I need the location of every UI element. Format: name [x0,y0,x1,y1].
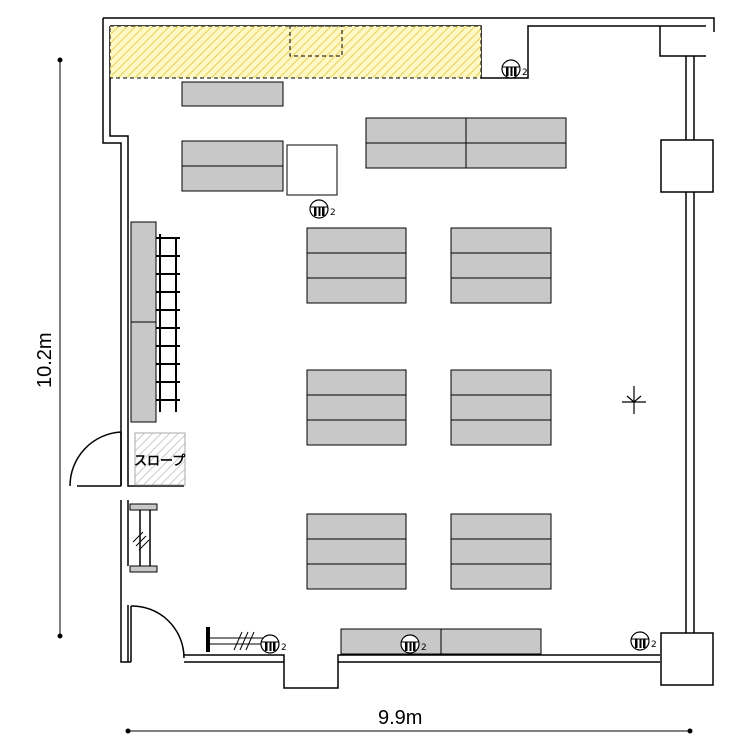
table-row3-left-c [306,563,407,590]
table-bottom-b [440,628,542,655]
outlet-count: 2 [281,643,287,653]
table-row1-left-a [306,227,407,254]
table-front-2 [465,117,567,144]
table-row2-left-a [306,369,407,396]
table-row1-right-b [450,252,552,279]
outlet-icon [309,199,329,219]
table-row2-left-b [306,394,407,421]
table-row1-left-b [306,252,407,279]
table-front-3 [365,142,467,169]
storage-sub-area [289,25,343,57]
dimension-vertical [57,57,63,639]
table-top-left [181,81,284,107]
table-row1-right-a [450,227,552,254]
table-left-long-b [130,321,157,423]
table-row3-left-b [306,538,407,565]
table-row1-left-c [306,277,407,304]
outlet-count: 2 [522,68,528,78]
outlet-icon [260,634,280,654]
table-row2-right-b [450,394,552,421]
ramp-label: スロープ [134,454,186,469]
wall-fixture-left [129,503,158,573]
outlet-icon [630,631,650,651]
table-upper-left-a [181,140,284,167]
ramp-area [134,432,186,486]
outlet-count: 2 [651,640,657,650]
outlet-count: 2 [421,643,427,653]
antenna-icon [622,386,646,414]
table-row3-left-a [306,513,407,540]
table-bottom-a [340,628,442,655]
outlet-count: 2 [330,208,336,218]
outlet-icon [501,59,521,79]
table-upper-left-b [181,165,284,192]
table-left-long-a [130,221,157,323]
cabinet [286,144,338,196]
storage-area [109,25,482,79]
table-row1-right-c [450,277,552,304]
width-dimension-label: 9.9m [378,707,422,729]
outlet-icon [400,634,420,654]
table-row3-right-a [450,513,552,540]
height-dimension-label: 10.2m [34,332,56,388]
dimension-horizontal [125,728,693,734]
table-row2-right-c [450,419,552,446]
chairs-left [156,234,180,412]
table-front-4 [465,142,567,169]
outlets: 2 2 2 2 [260,59,657,654]
table-row2-left-c [306,419,407,446]
table-row3-right-c [450,563,552,590]
table-front-1 [365,117,467,144]
wall-fixture-bottom [206,627,264,652]
table-row3-right-b [450,538,552,565]
doors [69,431,185,662]
tables [130,81,567,655]
table-row2-right-a [450,369,552,396]
